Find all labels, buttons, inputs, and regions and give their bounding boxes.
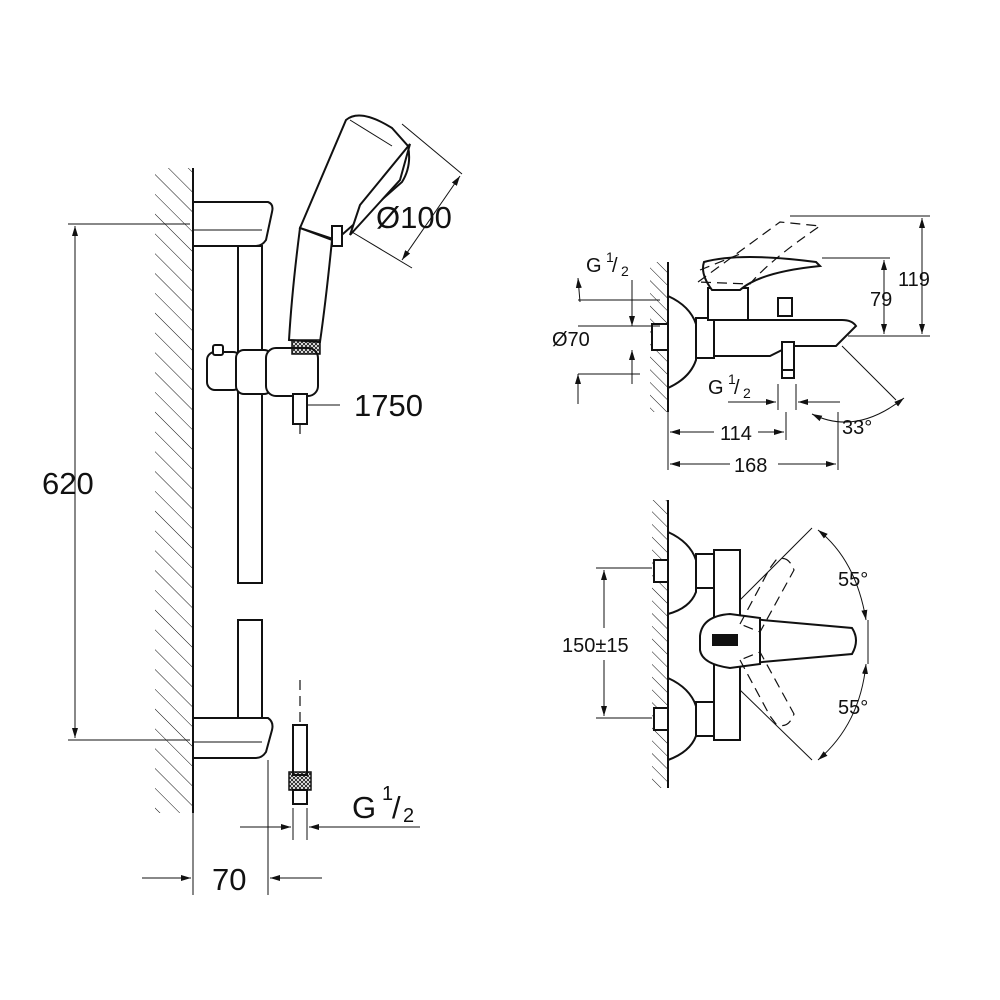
mixer-top-view: 55° 55° 150±15 xyxy=(562,500,869,788)
top-bracket xyxy=(192,201,274,247)
svg-text:/: / xyxy=(734,377,740,399)
svg-text:1: 1 xyxy=(728,371,736,387)
thread-top-label: G 1 / 2 xyxy=(586,249,629,279)
rail-lower xyxy=(237,619,263,719)
spout-angle-label: 33° xyxy=(842,417,872,439)
svg-text:/: / xyxy=(392,790,401,825)
angle-down-label: 55° xyxy=(838,697,868,719)
wall-hatch-top xyxy=(652,500,668,788)
svg-text:2: 2 xyxy=(621,263,629,279)
offset-label: 70 xyxy=(212,862,246,897)
hose-stub-top xyxy=(292,393,308,425)
angle-up-label: 55° xyxy=(838,569,868,591)
height-total-label: 119 xyxy=(898,269,930,291)
thread-bottom-label: G 1 / 2 xyxy=(708,371,751,401)
height-spout-label: 79 xyxy=(870,289,892,311)
hand-shower xyxy=(287,114,411,355)
centres-label: 150±15 xyxy=(562,635,629,657)
bottom-bracket xyxy=(192,717,274,759)
depth-outlet-label: 114 xyxy=(720,423,752,445)
rail-upper xyxy=(237,245,263,584)
slider xyxy=(206,344,319,397)
thread-label: G 1 / 2 xyxy=(352,783,414,827)
hose-length-label: 1750 xyxy=(354,388,423,423)
shower-rail-view: 620 1750 Ø100 70 G 1 / 2 xyxy=(42,114,463,897)
hose-stub-bottom xyxy=(292,724,308,776)
svg-text:G: G xyxy=(708,377,724,399)
svg-text:1: 1 xyxy=(606,249,614,265)
svg-text:1: 1 xyxy=(382,783,393,805)
svg-text:G: G xyxy=(352,790,376,825)
svg-text:G: G xyxy=(586,255,602,277)
depth-total-label: 168 xyxy=(734,455,767,477)
head-diameter-label: Ø100 xyxy=(376,200,452,235)
bar-height-label: 620 xyxy=(42,466,94,501)
wall-hatch xyxy=(155,168,193,813)
svg-text:2: 2 xyxy=(403,805,414,827)
mixer-side-view: 119 79 G 1 / 2 Ø70 G 1 / 2 xyxy=(552,215,930,477)
rosette-label: Ø70 xyxy=(552,329,590,351)
svg-text:/: / xyxy=(612,255,618,277)
svg-text:2: 2 xyxy=(743,385,751,401)
